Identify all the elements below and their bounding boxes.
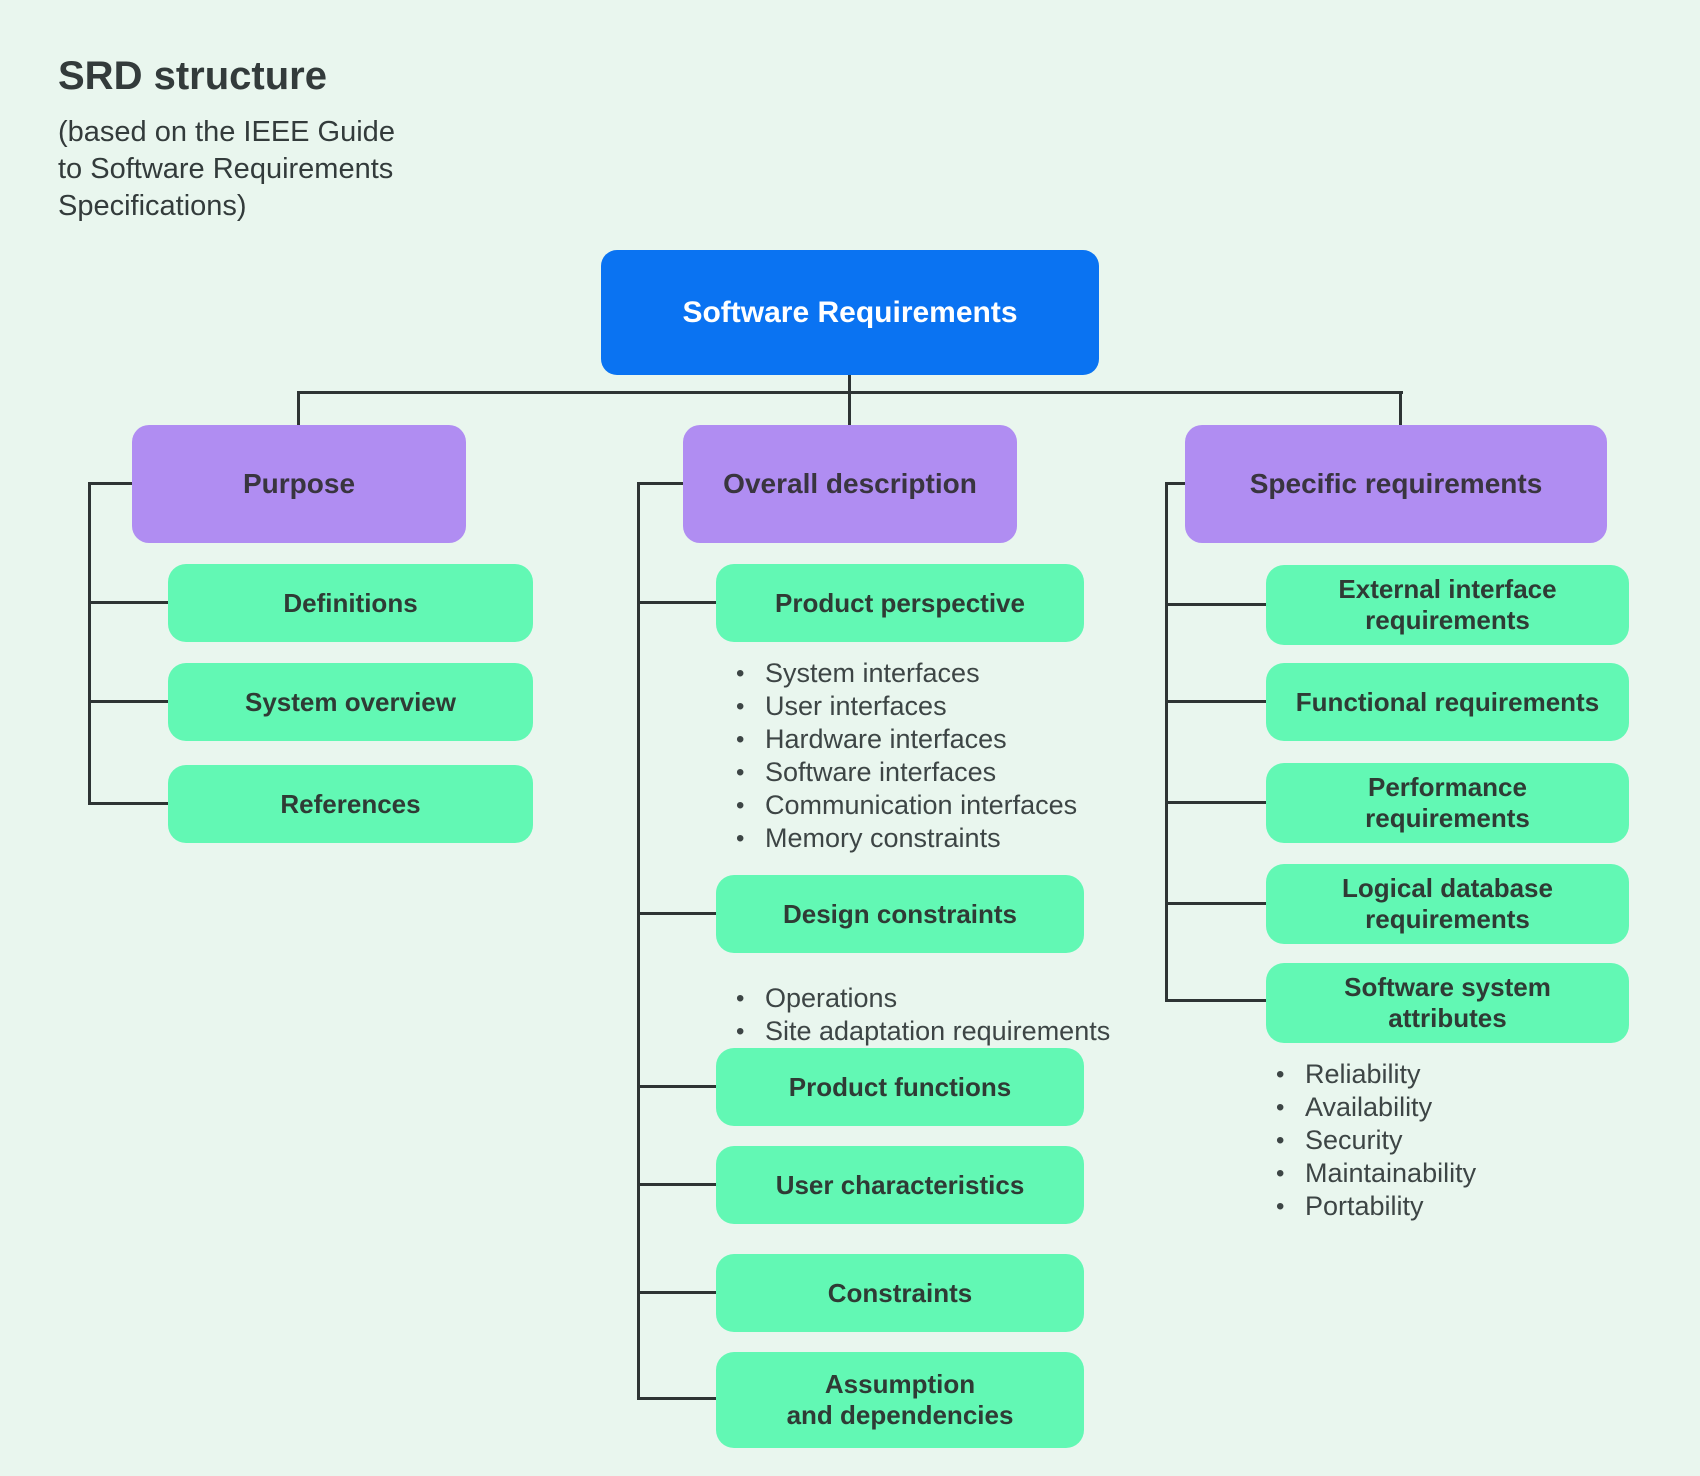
connector-line xyxy=(637,482,683,485)
node-purpose: Purpose xyxy=(132,425,466,543)
bullet-icon xyxy=(1276,1193,1305,1221)
bullet-item: Security xyxy=(1256,1124,1656,1157)
connector-line xyxy=(637,1291,716,1294)
page-title: SRD structure xyxy=(58,54,327,98)
connector-line xyxy=(637,1397,716,1400)
bullet-item: Hardware interfaces xyxy=(716,723,1186,756)
bullet-item: User interfaces xyxy=(716,690,1186,723)
node-product-perspective: Product perspective xyxy=(716,564,1084,642)
bullet-icon xyxy=(1276,1061,1305,1089)
connector-line xyxy=(1165,999,1266,1002)
subtitle-line: (based on the IEEE Guide xyxy=(58,116,395,148)
bullet-item: Availability xyxy=(1256,1091,1656,1124)
node-specific-requirements: Specific requirements xyxy=(1185,425,1607,543)
connector-line xyxy=(88,482,91,805)
connector-line xyxy=(848,391,851,425)
node-overall-description: Overall description xyxy=(683,425,1017,543)
node-user-characteristics: User characteristics xyxy=(716,1146,1084,1224)
bullet-item: System interfaces xyxy=(716,657,1186,690)
bullet-list-software-system-attributes: Reliability Availability Security Mainta… xyxy=(1256,1058,1656,1223)
connector-line xyxy=(1165,801,1266,804)
connector-line xyxy=(848,374,851,394)
bullet-item: Operations xyxy=(716,982,1186,1015)
node-external-interface-requirements: External interface requirements xyxy=(1266,565,1629,645)
bullet-item: Software interfaces xyxy=(716,756,1186,789)
connector-line xyxy=(637,1085,716,1088)
node-design-constraints: Design constraints xyxy=(716,875,1084,953)
bullet-item: Memory constraints xyxy=(716,822,1186,855)
node-references: References xyxy=(168,765,533,843)
connector-line xyxy=(88,601,168,604)
node-functional-requirements: Functional requirements xyxy=(1266,663,1629,741)
connector-line xyxy=(88,700,168,703)
bullet-list-design-constraints: Operations Site adaptation requirements xyxy=(716,982,1186,1048)
node-assumption-and-dependencies: Assumption and dependencies xyxy=(716,1352,1084,1448)
bullet-icon xyxy=(1276,1094,1305,1122)
bullet-icon xyxy=(736,825,765,853)
node-product-functions: Product functions xyxy=(716,1048,1084,1126)
node-performance-requirements: Performance requirements xyxy=(1266,763,1629,843)
bullet-icon xyxy=(736,1018,765,1046)
bullet-icon xyxy=(736,792,765,820)
bullet-icon xyxy=(1276,1127,1305,1155)
bullet-item: Site adaptation requirements xyxy=(716,1015,1186,1048)
page-subtitle: (based on the IEEE Guide to Software Req… xyxy=(58,114,395,225)
connector-line xyxy=(637,482,640,1400)
connector-line xyxy=(88,482,132,485)
bullet-icon xyxy=(736,693,765,721)
connector-line xyxy=(297,391,300,425)
connector-line xyxy=(1399,391,1402,425)
connector-line xyxy=(1165,902,1266,905)
bullet-item: Communication interfaces xyxy=(716,789,1186,822)
node-logical-database-requirements: Logical database requirements xyxy=(1266,864,1629,944)
connector-line xyxy=(637,1183,716,1186)
connector-line xyxy=(1165,603,1266,606)
bullet-icon xyxy=(736,759,765,787)
connector-line xyxy=(1165,482,1185,485)
bullet-item: Portability xyxy=(1256,1190,1656,1223)
node-constraints: Constraints xyxy=(716,1254,1084,1332)
connector-line xyxy=(88,802,168,805)
connector-line xyxy=(637,601,716,604)
connector-line xyxy=(637,912,716,915)
bullet-item: Maintainability xyxy=(1256,1157,1656,1190)
bullet-icon xyxy=(736,726,765,754)
node-definitions: Definitions xyxy=(168,564,533,642)
bullet-icon xyxy=(1276,1160,1305,1188)
bullet-list-product-perspective: System interfaces User interfaces Hardwa… xyxy=(716,657,1186,855)
node-software-requirements: Software Requirements xyxy=(601,250,1099,375)
bullet-icon xyxy=(736,985,765,1013)
subtitle-line: Specifications) xyxy=(58,190,247,222)
connector-line xyxy=(1165,482,1168,1002)
connector-line xyxy=(1165,700,1266,703)
node-software-system-attributes: Software system attributes xyxy=(1266,963,1629,1043)
bullet-icon xyxy=(736,660,765,688)
node-system-overview: System overview xyxy=(168,663,533,741)
bullet-item: Reliability xyxy=(1256,1058,1656,1091)
subtitle-line: to Software Requirements xyxy=(58,153,394,185)
